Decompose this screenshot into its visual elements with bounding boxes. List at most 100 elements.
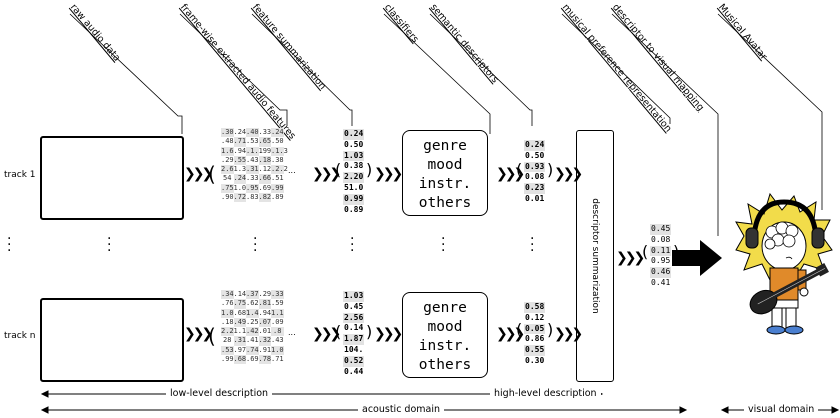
matrix-cell: .78 <box>258 355 272 365</box>
vector-value: 1.03 <box>343 291 365 302</box>
vector-value: 0.50 <box>525 150 545 160</box>
vector-value: 0.52 <box>343 355 365 367</box>
vertical-ellipsis: ··· <box>350 231 355 259</box>
chevron-arrows: ❯❯❯ <box>616 250 645 266</box>
vector-value: 0.11 <box>650 245 672 257</box>
vector-parens: ( <box>642 242 649 261</box>
matrix-cell: .43 <box>246 155 259 164</box>
descriptor-summarization-label: descriptor summarization <box>590 198 600 314</box>
vertical-ellipsis: ··· <box>441 231 446 259</box>
vector-value: 0.95 <box>651 256 671 266</box>
waveform-track-n <box>40 298 184 382</box>
matrix-cell: .01 <box>258 327 272 336</box>
matrix-cell: .24 <box>233 174 247 184</box>
matrix-cell: .53 <box>221 345 234 356</box>
vector-parens: ) <box>547 160 554 179</box>
matrix-cell: .76 <box>221 299 234 308</box>
vector-value: 0.38 <box>344 161 364 171</box>
vertical-ellipsis: ··· <box>253 231 258 259</box>
matrix-cell: .38 <box>271 155 284 164</box>
chevron-arrows: ❯❯❯ <box>496 326 525 342</box>
matrix-cell: .50 <box>271 137 284 146</box>
matrix-cell: .53 <box>246 137 259 146</box>
vector-value: 0.24 <box>524 140 546 151</box>
matrix-cell: .74 <box>246 345 259 356</box>
matrix-cell: .83 <box>246 193 259 202</box>
matrix-cell: .8 <box>271 327 284 337</box>
matrix-cell: .72 <box>233 193 247 203</box>
track-label-1: track 1 <box>4 170 36 180</box>
matrix-row: .48.71.53.65.50 <box>221 137 284 147</box>
matrix-cell: .99 <box>258 146 272 155</box>
matrix-paren-left: ( <box>208 324 216 348</box>
matrix-cell: 28 <box>223 336 232 345</box>
matrix-cell: .37 <box>246 290 259 300</box>
matrix-cell: .94 <box>258 308 272 317</box>
vector-value: 2.56 <box>343 312 365 324</box>
matrix-cell: 1.0 <box>271 345 284 356</box>
vector-value: 0.24 <box>343 129 365 140</box>
chevron-arrows: ❯❯❯ <box>312 166 341 182</box>
matrix-cell: .99 <box>221 355 234 364</box>
matrix-row: .99.68.69.78.71 <box>221 355 284 365</box>
chevron-arrows: ❯❯❯ <box>374 326 403 342</box>
matrix-cell: .09 <box>271 317 284 326</box>
matrix-cell: .12 <box>258 165 272 174</box>
matrix-cell: .94 <box>233 146 247 155</box>
matrix-cell: .59 <box>271 299 284 308</box>
visual-domain-label: visual domain <box>744 404 819 415</box>
vector-value: 51.0 <box>344 182 364 192</box>
matrix-cell: .71 <box>233 137 247 147</box>
matrix-paren-left: ( <box>208 162 216 186</box>
vector-value: 0.55 <box>524 345 546 356</box>
matrix-cell: .43 <box>271 336 284 345</box>
matrix-cell: .89 <box>271 193 284 202</box>
descriptor-summarization-box: descriptor summarization <box>576 130 614 382</box>
vertical-ellipsis: ··· <box>7 231 12 259</box>
chevron-arrows: ❯❯❯ <box>184 326 213 342</box>
matrix-cell: .90 <box>221 193 234 202</box>
matrix-cell: .69 <box>246 355 259 364</box>
vector-parens: ( <box>335 322 342 341</box>
vector-value: 0.46 <box>650 267 672 278</box>
matrix-cell: 1.31 <box>233 165 251 174</box>
vector-value: 104. <box>344 344 364 354</box>
matrix-cell: .42 <box>246 327 259 337</box>
vector-value: 0.01 <box>525 193 545 203</box>
matrix-cell: .68 <box>233 308 247 317</box>
matrix-row: .29.55.43.18.38 <box>221 155 284 166</box>
track-label-n: track n <box>4 331 36 341</box>
matrix-cell: 1.0 <box>233 183 247 192</box>
vector-value: 0.08 <box>525 172 545 182</box>
matrix-cell: .97 <box>233 345 247 354</box>
matrix-cell: .24 <box>271 128 284 138</box>
vector-value: 0.05 <box>524 323 546 335</box>
vector-value: 0.50 <box>344 139 364 149</box>
matrix-cell: .29 <box>258 290 272 298</box>
chevron-arrows: ❯❯❯ <box>374 166 403 182</box>
vector-value: 0.58 <box>524 302 546 313</box>
matrix-cell: .34 <box>221 290 234 300</box>
matrix-cell: .55 <box>233 155 247 166</box>
matrix-cell: .49 <box>233 317 247 328</box>
vertical-ellipsis: ··· <box>107 231 112 259</box>
vector-value: 0.99 <box>343 193 365 205</box>
vector-parens: ) <box>547 320 554 339</box>
matrix-row: 1.6.94.1.1.99.1.3 <box>221 146 288 156</box>
waveform-track-1 <box>40 136 184 220</box>
matrix-cell: .31 <box>233 336 247 346</box>
matrix-row: .30.24.40.33.24 <box>221 128 284 138</box>
chevron-arrows: ❯❯❯ <box>554 326 583 342</box>
vector-value: 2.20 <box>343 172 365 183</box>
matrix-cell: .31 <box>246 165 259 175</box>
matrix-cell: 2.2 <box>221 327 234 337</box>
matrix-cell: 1.6 <box>221 146 234 156</box>
